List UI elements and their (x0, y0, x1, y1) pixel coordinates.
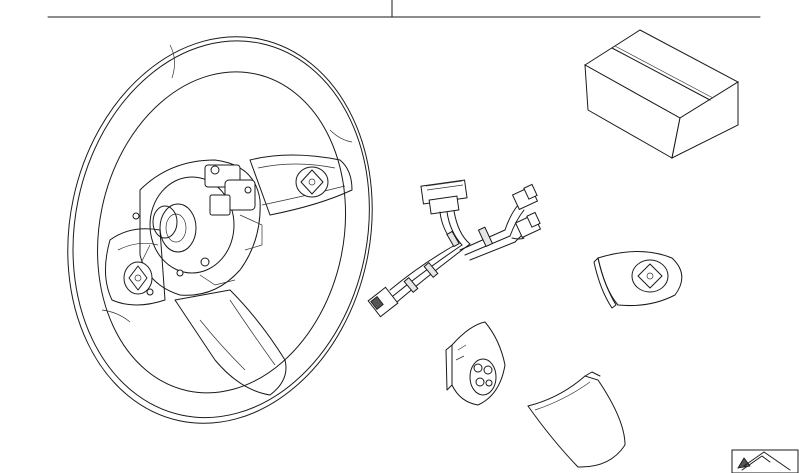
multifunction-button-icon (593, 251, 683, 309)
steering-wheel-icon (67, 36, 373, 424)
wiring-harness-icon (367, 179, 542, 318)
left-button-module-icon (445, 321, 506, 406)
header-rule (47, 0, 761, 18)
trim-cover-icon (527, 371, 626, 468)
arrow-up-left-icon (731, 449, 799, 473)
box-icon (584, 29, 740, 159)
